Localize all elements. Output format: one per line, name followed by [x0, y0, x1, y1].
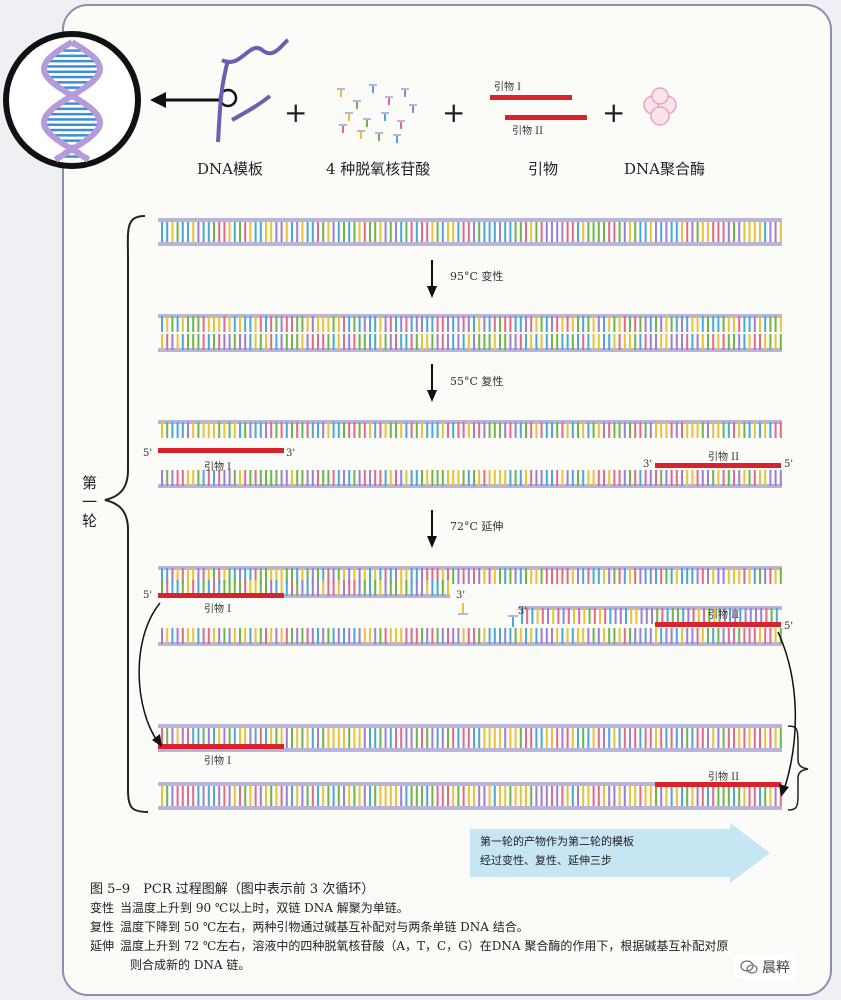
round-label-3: 轮: [82, 512, 98, 530]
extending-new-strand-1: [158, 580, 450, 598]
next-round-line1: 第一轮的产物作为第二轮的模板: [480, 835, 634, 848]
caption-anneal-term: 复性: [90, 920, 115, 934]
extend-primer2-5prime: 5': [784, 621, 794, 632]
extending-strand-top: [158, 566, 782, 584]
anneal-primer1-label: 引物 I: [204, 462, 232, 473]
original-duplex: [158, 218, 782, 246]
annealed-strand-bottom: [158, 470, 782, 488]
caption-denature-term: 变性: [90, 901, 115, 915]
annealed-strand-top: [158, 420, 782, 438]
caption-title: 图 5–9 PCR 过程图解（图中表示前 3 次循环）: [90, 882, 375, 897]
curved-arrow-icon: [138, 602, 797, 797]
product-duplex-2: [158, 782, 782, 810]
dna-template-icon: [216, 38, 290, 143]
right-arrow-icon: [470, 823, 770, 883]
extend-primer1-5prime: 5': [143, 590, 153, 601]
extend-primer1-label: 引物 I: [204, 604, 232, 615]
anneal-primer2-3prime: 3': [643, 459, 653, 470]
watermark-text: 晨粹: [762, 960, 790, 976]
extend-strand2-3prime: 3': [518, 606, 528, 617]
label-primer1-top: 引物 I: [494, 82, 522, 93]
denatured-strand-bottom: [158, 334, 782, 352]
plus-2: +: [442, 96, 466, 129]
caption-extend-term: 延伸: [90, 939, 115, 953]
product-primer1: [158, 744, 284, 749]
product-primer2-label: 引物 II: [708, 772, 740, 783]
dna-helix-icon: [3, 31, 141, 169]
caption-extend-text: 温度上升到 72 ℃左右，溶液中的四种脱氧核苷酸（A，T，C，G）在DNA 聚合…: [120, 939, 729, 953]
next-round-callout: 第一轮的产物作为第二轮的模板 经过变性、复性、延伸三步: [470, 826, 770, 878]
product-duplex-1: [158, 724, 782, 752]
extending-strand-bottom: [158, 628, 782, 646]
extend-primer2-label: 引物 II: [708, 610, 740, 621]
extending-primer2: [655, 622, 781, 627]
round-brace: [104, 215, 149, 813]
extending-new-strand-2: [518, 606, 782, 624]
label-primer2-top: 引物 II: [512, 126, 544, 137]
figure-caption: 图 5–9 PCR 过程图解（图中表示前 3 次循环） 变性当温度上升到 90 …: [90, 880, 790, 975]
polymerase-icon: [643, 87, 677, 126]
anneal-primer2-label: 引物 II: [708, 452, 740, 463]
caption-denature-text: 当温度上升到 90 ℃以上时，双链 DNA 解聚为单链。: [120, 901, 409, 915]
extending-primer1: [158, 593, 284, 598]
product-brace: [787, 725, 809, 811]
annealed-primer2: [655, 463, 781, 468]
step-denature: 95°C 变性: [450, 270, 504, 283]
caption-anneal: 复性温度下降到 50 ℃左右，两种引物通过碱基互补配对与两条单链 DNA 结合。: [90, 918, 790, 937]
product-primer1-label: 引物 I: [204, 756, 232, 767]
caption-extend: 延伸温度上升到 72 ℃左右，溶液中的四种脱氧核苷酸（A，T，C，G）在DNA …: [90, 937, 790, 956]
plus-3: +: [602, 96, 626, 129]
caption-denature: 变性当温度上升到 90 ℃以上时，双链 DNA 解聚为单链。: [90, 899, 790, 918]
product-primer2: [655, 782, 781, 787]
step-extend: 72°C 延伸: [450, 520, 504, 533]
annealed-primer1: [158, 448, 284, 453]
label-nucleotides: 4 种脱氧核苷酸: [326, 160, 431, 178]
caption-anneal-text: 温度下降到 50 ℃左右，两种引物通过碱基互补配对与两条单链 DNA 结合。: [120, 920, 529, 934]
round-label-1: 第: [82, 474, 98, 492]
primers-icon: [490, 95, 587, 120]
extend-strand1-3prime: 3': [456, 590, 466, 601]
label-primers: 引物: [528, 160, 559, 178]
round-label-2: 一: [82, 493, 98, 511]
denatured-strand-top: [158, 314, 782, 332]
plus-1: +: [284, 96, 308, 129]
label-dna-template: DNA模板: [197, 160, 263, 178]
caption-extend-cont: 则合成新的 DNA 链。: [130, 958, 251, 972]
anneal-primer2-5prime: 5': [784, 459, 794, 470]
label-polymerase: DNA聚合酶: [624, 160, 705, 178]
next-round-line2: 经过变性、复性、延伸三步: [480, 854, 612, 867]
anneal-primer1-5prime: 5': [143, 448, 153, 459]
down-arrow-icon: [427, 260, 437, 548]
step-anneal: 55°C 复性: [450, 375, 504, 388]
anneal-primer1-3prime: 3': [286, 448, 296, 459]
wechat-icon: [740, 960, 758, 974]
nucleotide-cluster-icon: [337, 84, 417, 143]
watermark: 晨粹: [734, 955, 796, 979]
